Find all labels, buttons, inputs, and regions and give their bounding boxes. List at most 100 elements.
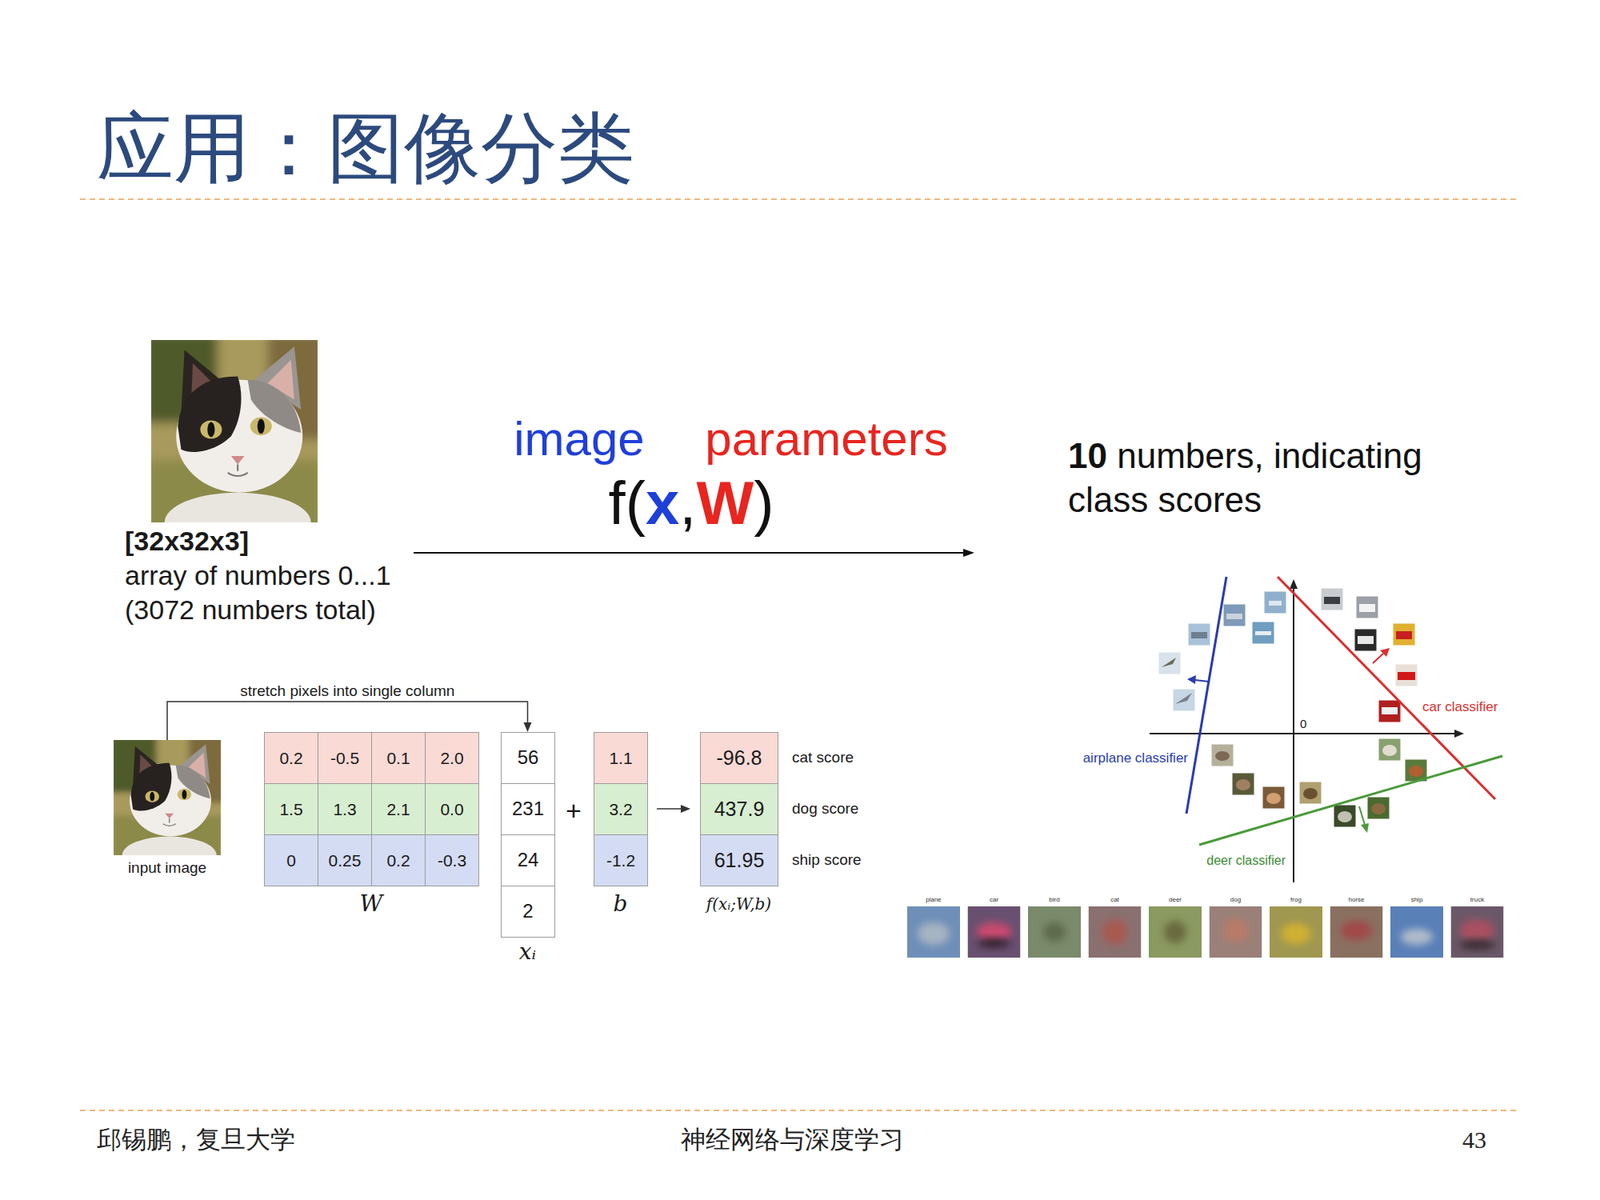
score-cell: 61.95 (700, 834, 779, 887)
input-image-photo: [32x32x3]array of numbers 0...1 (3072 nu… (151, 340, 318, 523)
template-label: plane (925, 896, 942, 904)
template-label: deer (1168, 896, 1182, 904)
template-label: horse (1348, 896, 1364, 904)
template-label: truck (1470, 896, 1484, 904)
caption-heading: input image (128, 858, 207, 878)
cell-value: 0.2 (279, 748, 303, 768)
caption-heading: b (613, 891, 628, 917)
caption-heading: xᵢ (519, 939, 536, 965)
cell-value: 2.1 (386, 800, 410, 819)
vector-cell: -1.2 (593, 834, 648, 887)
input-vector: xᵢ56231242 (500, 732, 555, 937)
mapping-arrow (413, 548, 975, 557)
cell-value: 231 (512, 798, 544, 820)
node-caption: [32x32x3]array of numbers 0...1 (3072 nu… (124, 524, 461, 628)
input-label: image (513, 411, 644, 467)
function-text: f( (608, 468, 646, 537)
score-label: cat score (792, 748, 854, 767)
footer-author: 邱锡鹏，复旦大学 (96, 1125, 296, 1155)
plot-axes (1149, 579, 1464, 883)
cell-value: 437.9 (714, 798, 765, 821)
score-vector: f(xᵢ;W,b)-96.8437.961.95 (700, 732, 778, 886)
cell-value: 1.1 (608, 748, 632, 768)
node-caption: W (360, 891, 384, 917)
classifier-label: deer classifier (1204, 853, 1288, 868)
function-formula: f(x,W) (608, 469, 775, 537)
caption-heading: [32x32x3] (124, 524, 461, 559)
vector-cell: 3.2 (593, 783, 648, 836)
matrix-cell: 2.1 (371, 783, 426, 836)
car-classifier-line (1277, 576, 1496, 800)
matrix-cell: 2.0 (424, 732, 480, 784)
sample-thumbnails (1158, 588, 1428, 828)
template-label: frog (1290, 896, 1302, 904)
page-number: 43 (1462, 1126, 1487, 1155)
cell-value: -1.2 (606, 851, 636, 870)
arrowhead (680, 804, 691, 813)
arrowhead (524, 722, 532, 732)
cell-value: -96.8 (716, 747, 763, 770)
cell-value: 1.5 (279, 800, 303, 819)
score-cell: 437.9 (700, 783, 779, 836)
matrix-cell: 1.3 (317, 783, 372, 836)
score-cell: -96.8 (700, 732, 779, 784)
cell-value: 0 (286, 851, 296, 870)
template-label: cat (1110, 896, 1120, 904)
origin-label: 0 (1300, 716, 1307, 731)
connector-line (656, 808, 684, 810)
cell-value: 2 (522, 900, 533, 922)
cell-value: 1.3 (332, 800, 356, 819)
output-description: numbers, indicating class scores (1068, 436, 1423, 520)
function-input: x (645, 468, 680, 537)
cell-value: 0.0 (440, 800, 464, 819)
node-caption: input image (128, 858, 207, 878)
connector (656, 804, 691, 813)
matrix-cell: 0 (264, 834, 319, 887)
vector-cell: 1.1 (593, 732, 648, 784)
class-templates (907, 906, 1504, 958)
matrix-cell: -0.5 (317, 732, 372, 784)
airplane-classifier-line (1186, 576, 1227, 814)
footer-rule (80, 1109, 1520, 1112)
cell-value: -0.5 (330, 748, 360, 768)
bias-vector: b1.13.2-1.2 (593, 732, 648, 886)
cat-photo (143, 332, 327, 553)
matrix-cell: 0.1 (371, 732, 426, 784)
template-label: bird (1048, 896, 1060, 904)
score-label: ship score (792, 851, 862, 869)
plus-sign: + (565, 795, 582, 827)
matrix-cell: 0.2 (264, 732, 319, 784)
function-text: , (679, 468, 696, 537)
function-parameter: W (696, 468, 754, 537)
matrix-cell: 0.0 (424, 783, 480, 836)
caption-heading: f(xᵢ;W,b) (706, 894, 772, 914)
vector-cell: 231 (500, 783, 556, 836)
cell-value: 2.0 (440, 748, 464, 768)
cell-value: 24 (517, 849, 540, 871)
parameter-label: parameters (704, 411, 948, 467)
node-caption: b (613, 891, 628, 917)
matrix-cell: 0.25 (317, 834, 372, 887)
cell-value: 3.2 (608, 800, 632, 819)
caption-body: array of numbers 0...1 (3072 numbers tot… (124, 558, 461, 628)
output-count: 10 (1068, 436, 1108, 476)
weight-matrix: W0.2-0.50.12.01.51.32.10.000.250.2-0.3 (264, 732, 479, 886)
cell-value: 56 (517, 747, 540, 768)
vector-cell: 2 (500, 885, 556, 938)
cell-value: 0.25 (328, 851, 362, 870)
cell-value: -0.3 (437, 851, 467, 870)
cell-value: 0.2 (386, 851, 410, 870)
template-label: ship (1411, 896, 1424, 904)
node-caption: f(xᵢ;W,b) (706, 894, 772, 914)
header-rule (80, 198, 1520, 200)
caption-heading: W (360, 891, 384, 917)
classifier-label: car classifier (1420, 699, 1500, 716)
slide-title: 应用：图像分类 (96, 104, 635, 192)
vector-cell: 24 (500, 834, 556, 887)
cat-photo-small (108, 734, 226, 874)
output-caption: 10numbers, indicating class scores (1068, 433, 1468, 522)
matrix-cell: 1.5 (264, 783, 319, 836)
node-caption: xᵢ (519, 939, 536, 965)
template-label: car (989, 896, 999, 904)
function-text: ) (753, 468, 774, 537)
